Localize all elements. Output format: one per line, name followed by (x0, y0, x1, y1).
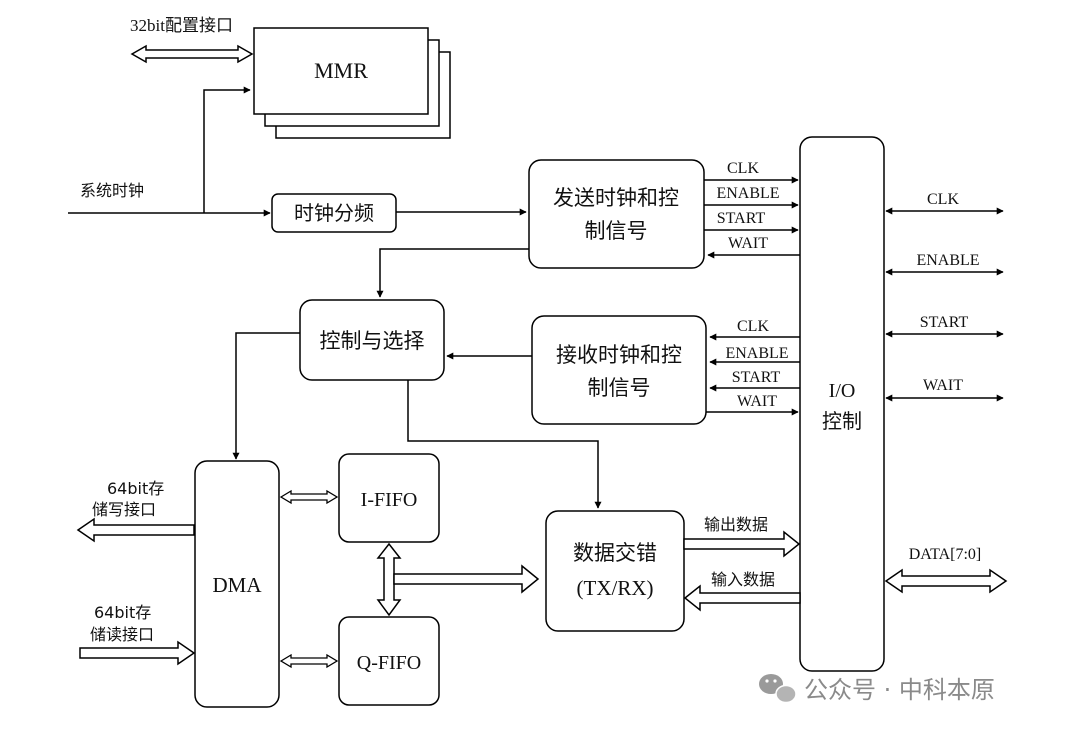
interleave-box (545, 510, 685, 632)
config-interface-arrow (130, 44, 254, 64)
io-control-label-1: I/O (829, 380, 856, 402)
rx-enable-label: ENABLE (725, 345, 788, 362)
tx-clk-label: CLK (727, 160, 759, 177)
tx-clock-label-2: 制信号 (585, 219, 648, 243)
watermark-text: 公众号 · 中科本原 (804, 676, 995, 704)
ififo-box (338, 453, 440, 543)
clock-divider-label: 时钟分频 (294, 201, 374, 225)
data-in-arrow (683, 584, 801, 612)
system-clock-to-mmr-line (203, 86, 251, 213)
tx-start-label: START (717, 210, 766, 227)
data-in-label: 输入数据 (711, 570, 775, 589)
dma-box (194, 460, 280, 708)
data-out-arrow (683, 530, 801, 558)
fifo-vertical-arrow (376, 542, 402, 617)
control-to-interleave-line (407, 380, 602, 509)
data-bus-label: DATA[7:0] (909, 546, 981, 563)
watermark: 公众号 · 中科本原 (759, 674, 995, 704)
mem-read-label-2: 储读接口 (90, 625, 154, 644)
data-out-label: 输出数据 (704, 515, 768, 534)
data-bus-arrow (884, 568, 1008, 594)
qfifo-box (338, 616, 440, 706)
rx-clock-label-1: 接收时钟和控 (556, 343, 682, 367)
mem-write-label-1: 64bit存 (107, 479, 164, 498)
io-control-box (799, 136, 885, 672)
mmr-block: MMR (253, 27, 451, 139)
dma-ififo-arrow (279, 489, 339, 505)
control-select-label: 控制与选择 (320, 329, 425, 353)
mmr-label: MMR (314, 58, 368, 83)
ext-wait-label: WAIT (923, 377, 963, 394)
io-control-label-2: 控制 (822, 409, 862, 433)
interleave-label-2: (TX/RX) (577, 576, 654, 600)
ext-start-label: START (920, 314, 969, 331)
wechat-icon (759, 674, 797, 704)
tx-clock-label-1: 发送时钟和控 (553, 186, 679, 210)
ext-enable-label: ENABLE (916, 252, 979, 269)
clock-divider-box (271, 193, 397, 233)
mem-write-arrow (76, 517, 195, 543)
tx-wait-label: WAIT (728, 235, 768, 252)
dma-qfifo-arrow (279, 653, 339, 669)
tx-enable-label: ENABLE (716, 185, 779, 202)
dma-label: DMA (212, 573, 262, 597)
ififo-label: I-FIFO (361, 489, 418, 511)
mem-write-label-2: 储写接口 (92, 500, 156, 519)
tx-to-control-line (376, 248, 529, 298)
mem-read-label-1: 64bit存 (94, 603, 151, 622)
rx-clock-box (531, 315, 707, 425)
interleave-label-1: 数据交错 (573, 541, 657, 565)
control-to-dma-line (232, 332, 300, 460)
rx-start-label: START (732, 369, 781, 386)
mem-read-arrow (79, 640, 196, 666)
tx-clock-box (528, 159, 705, 269)
system-clock-label: 系统时钟 (80, 181, 144, 200)
control-select-box (299, 299, 445, 381)
ext-clk-label: CLK (927, 191, 959, 208)
rx-wait-label: WAIT (737, 393, 777, 410)
config-interface-label: 32bit配置接口 (130, 16, 233, 35)
rx-clk-label: CLK (737, 318, 769, 335)
fifo-to-interleave-arrow (393, 564, 540, 594)
qfifo-label: Q-FIFO (357, 652, 421, 674)
rx-clock-label-2: 制信号 (588, 376, 651, 400)
